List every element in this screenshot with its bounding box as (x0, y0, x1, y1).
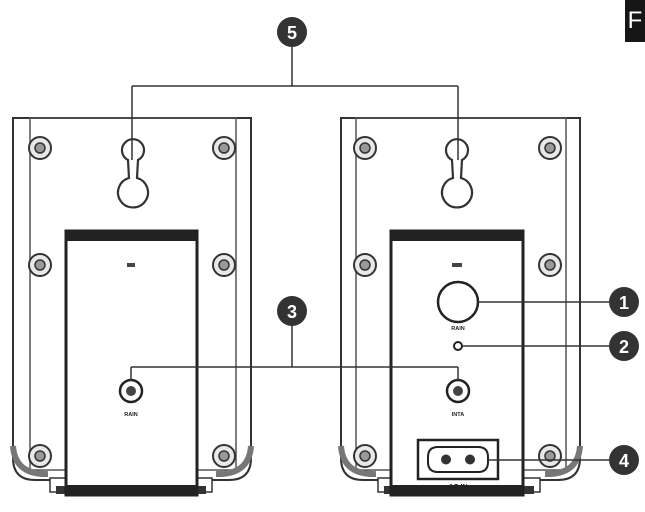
right-speaker-screw-bl (353, 444, 377, 468)
right-speaker-foot-right (544, 445, 583, 478)
corner-language-tab: F (625, 0, 645, 42)
right-speaker-screw-tl (353, 136, 377, 160)
left-speaker-screw-br (212, 444, 236, 468)
leader-3 (130, 326, 459, 381)
right-speaker-plate-bottom-band (391, 485, 523, 495)
right-speaker-connector-label: INTA (452, 412, 464, 418)
callout-1: 1 (609, 287, 639, 317)
left-speaker: RAIN (10, 117, 254, 497)
right-speaker-screw-tr (538, 136, 562, 160)
left-speaker-plate-bottom-band (66, 485, 197, 495)
left-speaker-input-jack (118, 378, 144, 404)
callout-3-number: 3 (287, 302, 297, 322)
callout-1-number: 1 (619, 293, 629, 313)
right-speaker-knob-label: RAIN (451, 326, 464, 332)
left-speaker-keyhole (116, 138, 150, 209)
left-speaker-screw-tl (28, 136, 52, 160)
callout-4-number: 4 (619, 451, 629, 471)
right-speaker-logo-mark (452, 263, 462, 267)
right-speaker-screw-mr (538, 253, 562, 277)
right-speaker-foot-left (338, 445, 377, 478)
leader-5 (131, 47, 459, 160)
right-speaker-output-jack (445, 378, 471, 404)
left-speaker-screw-ml (28, 253, 52, 277)
leader-lines (130, 47, 610, 461)
left-speaker-foot-left (10, 445, 49, 478)
right-speaker-screw-br (538, 444, 562, 468)
right-speaker-power-label: AC IN (448, 484, 467, 491)
left-speaker-plate-top-band (66, 231, 197, 241)
callout-5: 5 (277, 17, 307, 47)
left-speaker-logo-mark (127, 263, 135, 267)
right-speaker: RAIN INTA AC IN (338, 117, 583, 497)
right-speaker-plate-top-band (391, 231, 523, 241)
left-speaker-foot-right (215, 445, 254, 478)
volume-knob (436, 280, 480, 324)
left-speaker-screw-bl (28, 444, 52, 468)
left-speaker-connector-label: RAIN (124, 412, 137, 418)
callout-5-number: 5 (287, 23, 297, 43)
callout-3: 3 (277, 296, 307, 326)
ac-power-inlet (416, 438, 500, 481)
callout-4: 4 (609, 445, 639, 475)
left-speaker-screw-mr (212, 253, 236, 277)
callout-2-number: 2 (619, 337, 629, 357)
left-speaker-screw-tr (212, 136, 236, 160)
right-speaker-keyhole (440, 138, 474, 209)
power-indicator-led (453, 341, 463, 351)
right-speaker-screw-ml (353, 253, 377, 277)
callout-2: 2 (609, 331, 639, 361)
left-speaker-rear-plate (64, 229, 199, 497)
